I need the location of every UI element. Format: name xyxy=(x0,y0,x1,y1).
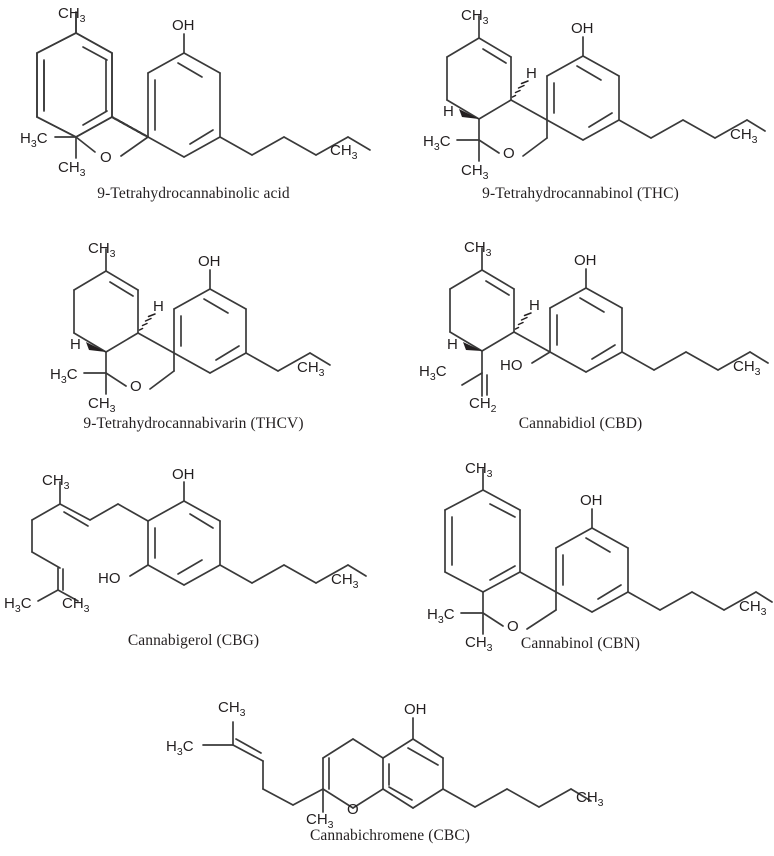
thca-bonds xyxy=(75,116,149,138)
molecule-cbd: CH3 H OH H H3C CH2 HO CH3 Cannabidiol (C… xyxy=(387,230,774,445)
thcv-atom-labels: CH3 H OH H H3C CH3 O CH3 xyxy=(50,240,325,415)
label-ch3-top: CH3 xyxy=(88,240,116,260)
label-ch3-chain-end: CH3 xyxy=(330,142,358,162)
molecule-cbg: CH3 OH HO H3C CH3 CH3 Cannabigerol (CBG) xyxy=(0,450,387,665)
label-h3c: H3C xyxy=(20,130,48,150)
label-ch3-bottom: CH3 xyxy=(88,395,116,415)
label-h3c-lower: H3C xyxy=(4,595,32,615)
thca-right-ring xyxy=(147,33,371,158)
label-h-hash: H xyxy=(529,297,540,314)
thca-lines xyxy=(75,116,149,138)
caption-thca: 9-Tetrahydrocannabinolic acid xyxy=(97,185,290,202)
label-ch3-top: CH3 xyxy=(464,239,492,259)
label-oh: OH xyxy=(172,466,195,483)
label-o-pyran: O xyxy=(100,149,112,166)
caption-cbg: Cannabigerol (CBG) xyxy=(127,632,260,649)
label-ch3-chain-end: CH3 xyxy=(739,598,767,618)
thc-atom-labels: CH3 H OH H H3C CH3 O CH3 xyxy=(423,7,758,182)
molecule-cbc: CH3 H3C OH CH3 O CH3 Cannabichromene (CB… xyxy=(140,672,640,856)
label-h-wedge: H xyxy=(70,336,81,353)
thca-atom-labels: CH3 OH H3C CH3 O CH3 xyxy=(20,5,358,179)
cbd-atom-labels: CH3 H OH H H3C CH2 HO CH3 xyxy=(419,239,761,415)
label-ch3-chain-end: CH3 xyxy=(331,571,359,591)
label-ch2: CH2 xyxy=(469,395,497,415)
label-h-wedge: H xyxy=(443,103,454,120)
cbg-bonds xyxy=(31,481,367,602)
molecule-thca: CH3 OH H3C CH3 O CH3 9-Tetrahydrocannabi… xyxy=(0,0,387,215)
caption-cbd: Cannabidiol (CBD) xyxy=(518,415,643,432)
label-oh: OH xyxy=(198,253,221,270)
label-ch3-top: CH3 xyxy=(461,7,489,27)
thcv-solid-wedge xyxy=(86,342,106,352)
molecule-thc: CH3 H OH H H3C CH3 O CH3 9-Tetrahydrocan… xyxy=(387,0,774,215)
label-oh: OH xyxy=(404,701,427,718)
molecule-cbn: CH3 OH H3C CH3 O CH3 Cannabinol (CBN) xyxy=(387,450,774,665)
thca-molecule-bonds xyxy=(75,116,149,138)
thc-bonds xyxy=(446,15,766,162)
label-h3c: H3C xyxy=(419,363,447,383)
label-h3c-prenyl: H3C xyxy=(166,738,194,758)
label-ch3-chain-end: CH3 xyxy=(297,359,325,379)
caption-cbn: Cannabinol (CBN) xyxy=(520,635,641,652)
thca-skeleton xyxy=(75,116,149,138)
thca-bond-network xyxy=(75,116,149,138)
label-o-pyran: O xyxy=(347,801,359,818)
thcv-bonds xyxy=(73,248,331,395)
label-oh: OH xyxy=(571,20,594,37)
cbd-solid-wedge xyxy=(463,342,482,351)
cbd-bonds xyxy=(449,247,769,397)
label-h3c: H3C xyxy=(50,366,78,386)
label-ch3-quaternary: CH3 xyxy=(306,811,334,831)
label-ch3-chain-end: CH3 xyxy=(733,358,761,378)
label-h-hash: H xyxy=(526,65,537,82)
label-o-pyran: O xyxy=(503,145,515,162)
label-o-pyran: O xyxy=(507,618,519,635)
thc-solid-wedge xyxy=(459,109,479,119)
label-o-pyran: O xyxy=(130,378,142,395)
thc-structure: CH3 H OH H H3C CH3 O CH3 xyxy=(423,7,766,182)
cbg-structure: CH3 OH HO H3C CH3 CH3 xyxy=(4,466,367,615)
label-ch3-prenyl: CH3 xyxy=(218,699,246,719)
label-ch3-upper: CH3 xyxy=(42,472,70,492)
cbn-atom-labels: CH3 OH H3C CH3 O CH3 xyxy=(427,460,767,654)
cbn-structure: CH3 OH H3C CH3 O CH3 xyxy=(427,460,773,654)
label-ch3-top: CH3 xyxy=(465,460,493,480)
thcv-hash-wedge xyxy=(138,313,156,331)
thca-structure: CH3 OH H3C CH3 O CH3 xyxy=(20,5,371,179)
label-oh: OH xyxy=(580,492,603,509)
label-h-wedge: H xyxy=(447,336,458,353)
cbn-bonds xyxy=(444,468,773,635)
cbd-hash-wedge xyxy=(514,312,532,330)
cbd-structure: CH3 H OH H H3C CH2 HO CH3 xyxy=(419,239,769,415)
cbc-structure: CH3 H3C OH CH3 O CH3 xyxy=(166,699,604,831)
label-ho: HO xyxy=(98,570,121,587)
label-h-hash: H xyxy=(153,298,164,315)
cbc-atom-labels: CH3 H3C OH CH3 O CH3 xyxy=(166,699,604,831)
label-ch3-chain-end: CH3 xyxy=(576,789,604,809)
label-ch3-bottom: CH3 xyxy=(465,634,493,654)
caption-cbc: Cannabichromene (CBC) xyxy=(309,827,471,844)
thc-hash-wedge xyxy=(511,80,529,98)
label-oh: OH xyxy=(574,252,597,269)
label-ho: HO xyxy=(500,357,523,374)
label-h3c: H3C xyxy=(427,606,455,626)
molecule-thcv: CH3 H OH H H3C CH3 O CH3 9-Tetrahydrocan… xyxy=(0,230,387,445)
cbc-bonds xyxy=(202,717,592,813)
caption-thc: 9-Tetrahydrocannabinol (THC) xyxy=(482,185,679,202)
label-ch3-bottom: CH3 xyxy=(461,162,489,182)
label-ch3-bottom: CH3 xyxy=(58,159,86,179)
label-ch3-top: CH3 xyxy=(58,5,86,25)
label-ch3-chain-end: CH3 xyxy=(730,126,758,146)
thcv-structure: CH3 H OH H H3C CH3 O CH3 xyxy=(50,240,331,415)
label-h3c: H3C xyxy=(423,133,451,153)
label-ch3-lower: CH3 xyxy=(62,595,90,615)
label-oh: OH xyxy=(172,17,195,34)
cbg-atom-labels: CH3 OH HO H3C CH3 CH3 xyxy=(4,466,359,615)
caption-thcv: 9-Tetrahydrocannabivarin (THCV) xyxy=(83,415,304,432)
